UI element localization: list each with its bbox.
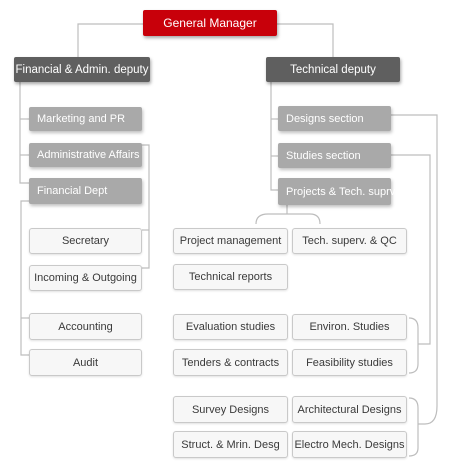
audit-label: Audit xyxy=(72,356,99,369)
electro-mech-designs-box: Electro Mech. Designs xyxy=(292,431,407,458)
electro-mech-designs-label: Electro Mech. Designs xyxy=(294,438,405,451)
designs-section-box: Designs section xyxy=(278,106,391,131)
financial-deputy-label: Financial & Admin. deputy xyxy=(15,63,149,76)
project-management-label: Project management xyxy=(179,235,282,247)
accounting-label: Accounting xyxy=(58,320,113,333)
projects-tech-suprv-box: Projects & Tech. suprv. xyxy=(278,178,397,205)
evaluation-studies-box: Evaluation studies xyxy=(173,314,288,340)
environ-studies-box: Environ. Studies xyxy=(292,314,407,340)
tech-superv-qc-box: Tech. superv. & QC xyxy=(292,228,407,254)
marketing-pr-label: Marketing and PR xyxy=(37,113,126,125)
feasibility-studies-label: Feasibility studies xyxy=(306,356,393,369)
financial-deputy-box: Financial & Admin. deputy xyxy=(14,57,150,82)
survey-designs-label: Survey Designs xyxy=(191,403,270,416)
general-manager-box: General Manager xyxy=(143,10,277,36)
technical-deputy-label: Technical deputy xyxy=(290,63,376,76)
structural-marine-designs-label: Struct. & Mrin. Desg xyxy=(181,438,280,451)
structural-marine-designs-box: Struct. & Mrin. Desg xyxy=(173,431,288,458)
architectural-designs-label: Architectural Designs xyxy=(297,403,402,416)
technical-reports-label: Technical reports xyxy=(188,271,273,283)
technical-reports-box: Technical reports xyxy=(173,264,288,290)
projects-tech-suprv-label: Projects & Tech. suprv. xyxy=(286,185,398,198)
tech-superv-qc-label: Tech. superv. & QC xyxy=(302,235,397,247)
architectural-designs-box: Architectural Designs xyxy=(292,396,407,423)
technical-deputy-box: Technical deputy xyxy=(266,57,400,82)
administrative-affairs-label: Administrative Affairs xyxy=(37,149,140,161)
tenders-contracts-box: Tenders & contracts xyxy=(173,349,288,376)
studies-section-box: Studies section xyxy=(278,143,391,168)
project-management-box: Project management xyxy=(173,228,288,254)
financial-dept-box: Financial Dept xyxy=(29,178,142,204)
secretary-box: Secretary xyxy=(29,228,142,254)
general-manager-label: General Manager xyxy=(163,16,257,30)
designs-section-label: Designs section xyxy=(286,112,364,125)
incoming-outgoing-label: Incoming & Outgoing xyxy=(34,272,137,284)
incoming-outgoing-box: Incoming & Outgoing xyxy=(29,265,142,291)
secretary-label: Secretary xyxy=(61,235,110,247)
survey-designs-box: Survey Designs xyxy=(173,396,288,423)
administrative-affairs-box: Administrative Affairs xyxy=(29,143,142,167)
accounting-box: Accounting xyxy=(29,313,142,340)
evaluation-studies-label: Evaluation studies xyxy=(185,321,276,333)
environ-studies-label: Environ. Studies xyxy=(309,321,390,333)
marketing-pr-box: Marketing and PR xyxy=(29,107,142,131)
audit-box: Audit xyxy=(29,349,142,376)
studies-section-label: Studies section xyxy=(286,149,361,162)
financial-dept-label: Financial Dept xyxy=(37,185,108,197)
feasibility-studies-box: Feasibility studies xyxy=(292,349,407,376)
tenders-contracts-label: Tenders & contracts xyxy=(181,356,280,369)
